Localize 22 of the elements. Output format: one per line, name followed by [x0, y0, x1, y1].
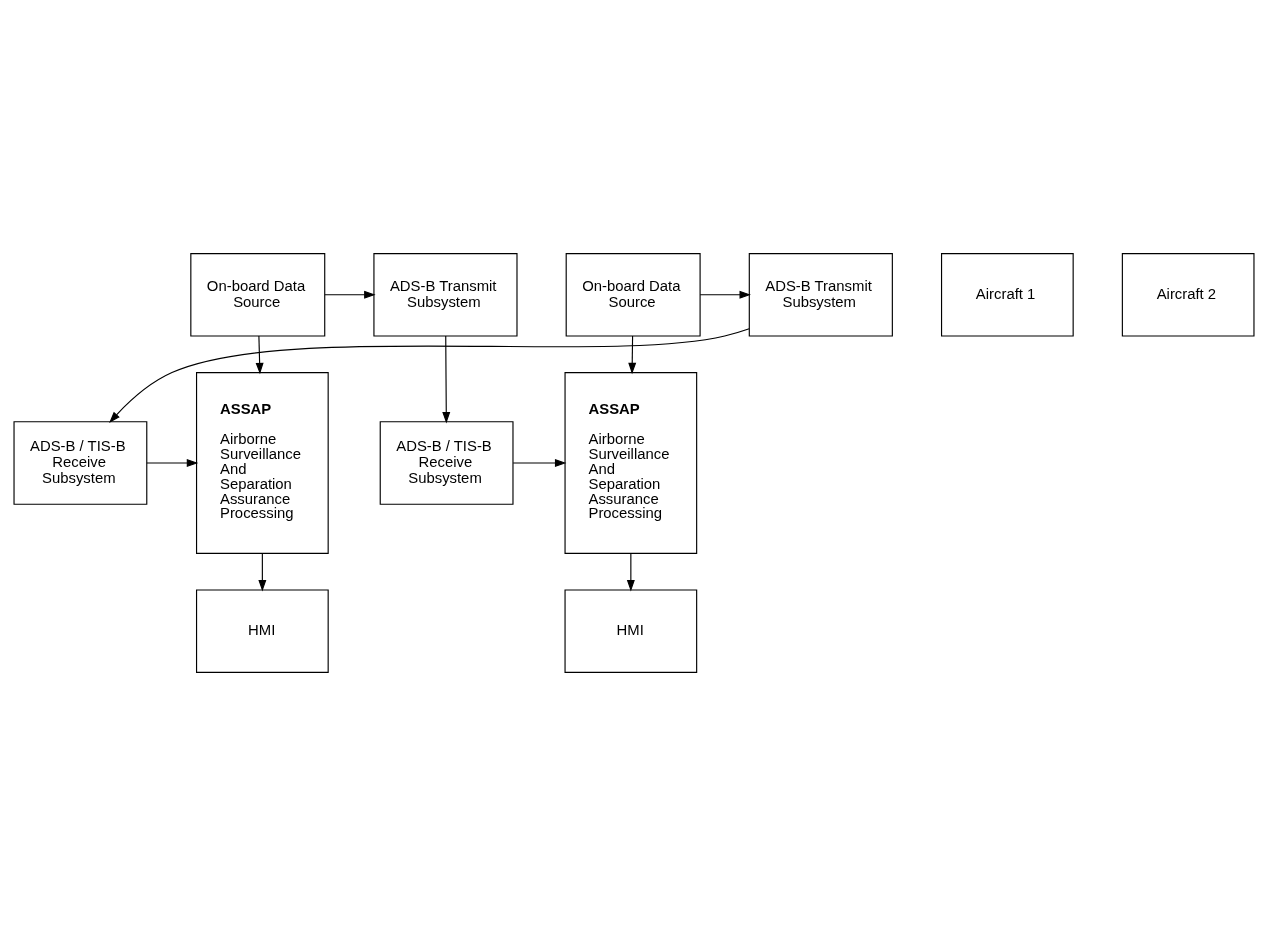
node-box: ADS-B / TIS-B Receive Subsystem	[379, 420, 514, 505]
arrow	[324, 290, 376, 299]
node-box: ADS-B Transmit Subsystem	[373, 252, 518, 337]
arrow	[146, 458, 199, 467]
arrow	[109, 327, 750, 423]
arrow	[258, 552, 267, 592]
node-box: ASSAP Airborne Surveillance And Separation Assurance Processing	[564, 371, 698, 554]
node-box: On-board Data Source	[190, 252, 326, 337]
arrow	[699, 290, 751, 299]
node-box: Aircraft 2	[1121, 252, 1255, 337]
node-box: Aircraft 1	[940, 252, 1074, 337]
node-box: HMI	[564, 588, 698, 673]
node-box: On-board Data Source	[565, 252, 701, 337]
arrow	[442, 335, 451, 423]
node-box: HMI	[196, 588, 329, 673]
node-box: ADS-B / TIS-B Receive Subsystem	[13, 420, 148, 505]
arrow	[255, 335, 264, 374]
arrow	[626, 552, 635, 592]
node-box: ADS-B Transmit Subsystem	[748, 252, 893, 337]
node-box: ASSAP Airborne Surveillance And Separation Assurance Processing	[196, 371, 329, 554]
arrow	[628, 335, 637, 374]
arrow	[512, 458, 567, 467]
